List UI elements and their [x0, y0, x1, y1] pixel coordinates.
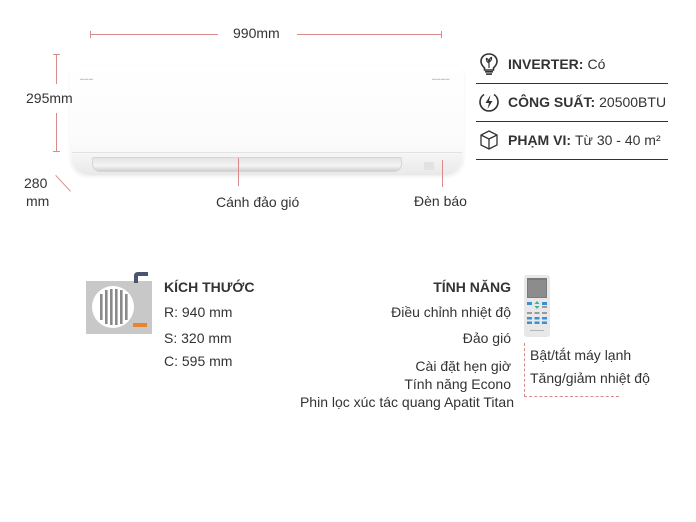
spec-value-range: Từ 30 - 40 m²: [575, 132, 661, 148]
features-section-title: TÍNH NĂNG: [433, 279, 511, 295]
width-dimension-line-left: [90, 34, 218, 35]
indicator-callout-label: Đèn báo: [414, 193, 467, 209]
remote-bracket-vertical: [524, 343, 525, 397]
size-section-title: KÍCH THƯỚC: [164, 279, 255, 295]
feature-item-econo: Tính năng Econo: [404, 376, 511, 392]
height-dimension-label: 295mm: [26, 90, 73, 106]
depth-dimension-label-unit: mm: [26, 193, 50, 209]
spec-label-inverter: INVERTER:: [508, 56, 584, 72]
depth-dimension-label-value: 280: [24, 175, 48, 191]
feature-item-timer: Cài đặt hẹn giờ: [415, 358, 511, 374]
height-dimension-tick-top: [53, 54, 60, 55]
spec-label-capacity: CÔNG SUẤT:: [508, 94, 596, 110]
spec-label-range: PHẠM VI:: [508, 132, 571, 148]
size-height: C: 595 mm: [164, 353, 233, 369]
vane-callout-label: Cánh đảo gió: [216, 194, 300, 210]
ac-unit-vane: [92, 157, 402, 172]
spec-value-capacity: 20500BTU: [599, 94, 667, 110]
spec-row-range: PHẠM VI: Từ 30 - 40 m²: [476, 121, 668, 160]
brand-logo-left: ▬▬▬: [80, 76, 94, 81]
lightbulb-icon: [478, 53, 500, 75]
width-dimension-tick-right: [441, 31, 442, 38]
outdoor-unit-icon: [86, 272, 152, 334]
width-dimension-label: 990mm: [233, 25, 280, 41]
remote-bracket-horizontal: [524, 396, 619, 397]
feature-item-filter: Phin lọc xúc tác quang Apatit Titan: [299, 394, 514, 410]
feature-item-swing: Đảo gió: [462, 330, 511, 346]
brand-logo-right: ▬▬▬▬: [432, 76, 450, 81]
width-dimension-line-right: [297, 34, 441, 35]
spec-value-inverter: Có: [587, 56, 606, 72]
width-dimension-tick-left: [90, 31, 91, 38]
remote-control-icon: [524, 275, 550, 337]
cube-icon: [478, 129, 500, 151]
indicator-light-panel: [424, 162, 434, 170]
remote-item-power: Bật/tắt máy lạnh: [530, 347, 632, 363]
height-dimension-tick-bottom: [53, 151, 60, 152]
size-depth: S: 320 mm: [164, 330, 232, 346]
height-dimension-line-bottom: [56, 113, 57, 151]
height-dimension-line-top: [56, 54, 57, 84]
lightning-icon: [478, 91, 500, 113]
spec-row-capacity: CÔNG SUẤT: 20500BTU: [476, 83, 668, 122]
indicator-callout-line: [442, 160, 443, 187]
remote-item-temperature: Tăng/giảm nhiệt độ: [530, 370, 650, 386]
depth-dimension-line: [55, 175, 72, 192]
vane-callout-line: [238, 158, 239, 186]
feature-item-temperature: Điều chỉnh nhiệt độ: [391, 304, 511, 320]
spec-row-inverter: INVERTER: Có: [476, 45, 668, 84]
size-width: R: 940 mm: [164, 304, 233, 320]
